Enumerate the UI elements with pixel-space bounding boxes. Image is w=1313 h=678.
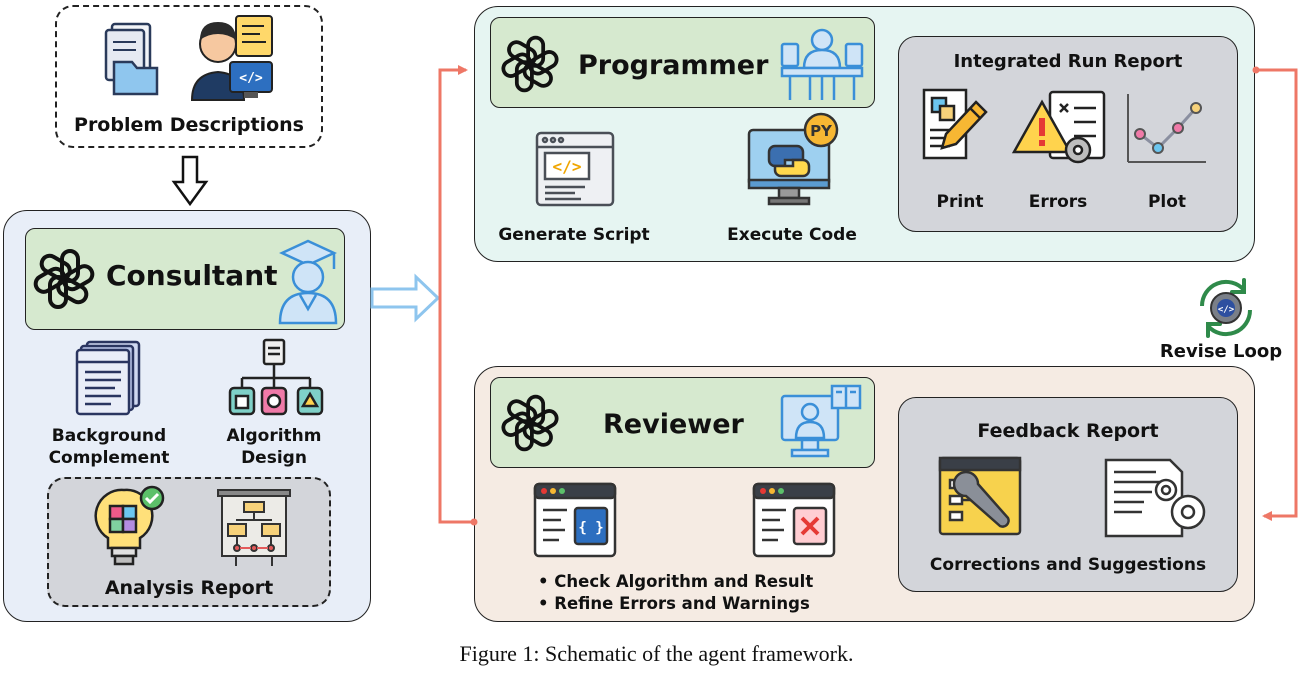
reviewer-bullet-2: • Refine Errors and Warnings <box>538 594 810 613</box>
error-window-icon <box>752 482 836 558</box>
reviewer-bullet-1: • Check Algorithm and Result <box>538 572 814 591</box>
warning-gear-icon <box>1011 90 1106 164</box>
run-report-errors: Errors <box>1028 192 1088 212</box>
code-braces-window-icon: { } <box>533 482 617 558</box>
line-plot-icon <box>1127 94 1206 163</box>
svg-text:</>: </> <box>553 157 582 176</box>
run-report-print: Print <box>936 192 984 212</box>
algorithm-design-line1: Algorithm <box>226 426 322 446</box>
web-page-icon <box>75 340 141 416</box>
execute-code-label: Execute Code <box>727 225 857 245</box>
handoff-arrow <box>370 273 441 323</box>
corrections-suggestions-label: Corrections and Suggestions <box>929 555 1207 575</box>
left-flow-arrow <box>438 65 478 526</box>
document-pencil-icon <box>922 88 988 160</box>
background-complement-line2: Complement <box>48 448 170 468</box>
programmer-person-icon: </> <box>190 15 273 101</box>
problem-descriptions-label: Problem Descriptions <box>74 114 304 136</box>
hierarchy-icon <box>228 338 324 416</box>
analysis-report-label: Analysis Report <box>104 577 274 599</box>
openai-logo-icon <box>33 249 95 309</box>
flowchart-board-icon <box>217 489 291 566</box>
svg-text:</>: </> <box>1218 305 1235 315</box>
svg-text:</>: </> <box>239 71 263 86</box>
python-monitor-icon: PY <box>747 112 839 206</box>
document-folder-icon <box>104 22 159 96</box>
figure-caption: Figure 1: Schematic of the agent framewo… <box>459 641 854 666</box>
run-report-plot: Plot <box>1147 192 1187 212</box>
generate-script-label: Generate Script <box>498 225 650 245</box>
openai-logo-icon <box>501 35 559 93</box>
desk-programmer-icon <box>780 28 864 100</box>
background-complement-line1: Background <box>51 426 167 446</box>
down-arrow <box>171 155 209 207</box>
wrench-flowchart-icon <box>938 456 1022 536</box>
openai-logo-icon <box>501 394 559 452</box>
consultant-title: Consultant <box>106 259 278 292</box>
svg-text:{ }: { } <box>578 520 603 536</box>
problem-descriptions-box <box>55 5 323 148</box>
graduate-icon <box>278 239 338 325</box>
algorithm-design-line2: Design <box>241 448 307 468</box>
py-badge-text: PY <box>810 122 833 140</box>
feedback-report-title: Feedback Report <box>977 420 1159 442</box>
reviewer-title: Reviewer <box>603 409 744 440</box>
integrated-run-report-title: Integrated Run Report <box>953 51 1183 72</box>
online-teacher-icon <box>780 384 862 458</box>
programmer-title: Programmer <box>578 50 769 81</box>
lightbulb-puzzle-icon <box>94 485 165 566</box>
document-gears-icon <box>1104 458 1206 538</box>
revise-loop-label: Revise Loop <box>1159 341 1283 362</box>
code-window-icon: </> <box>535 131 615 207</box>
refresh-code-icon: </> <box>1199 278 1253 338</box>
